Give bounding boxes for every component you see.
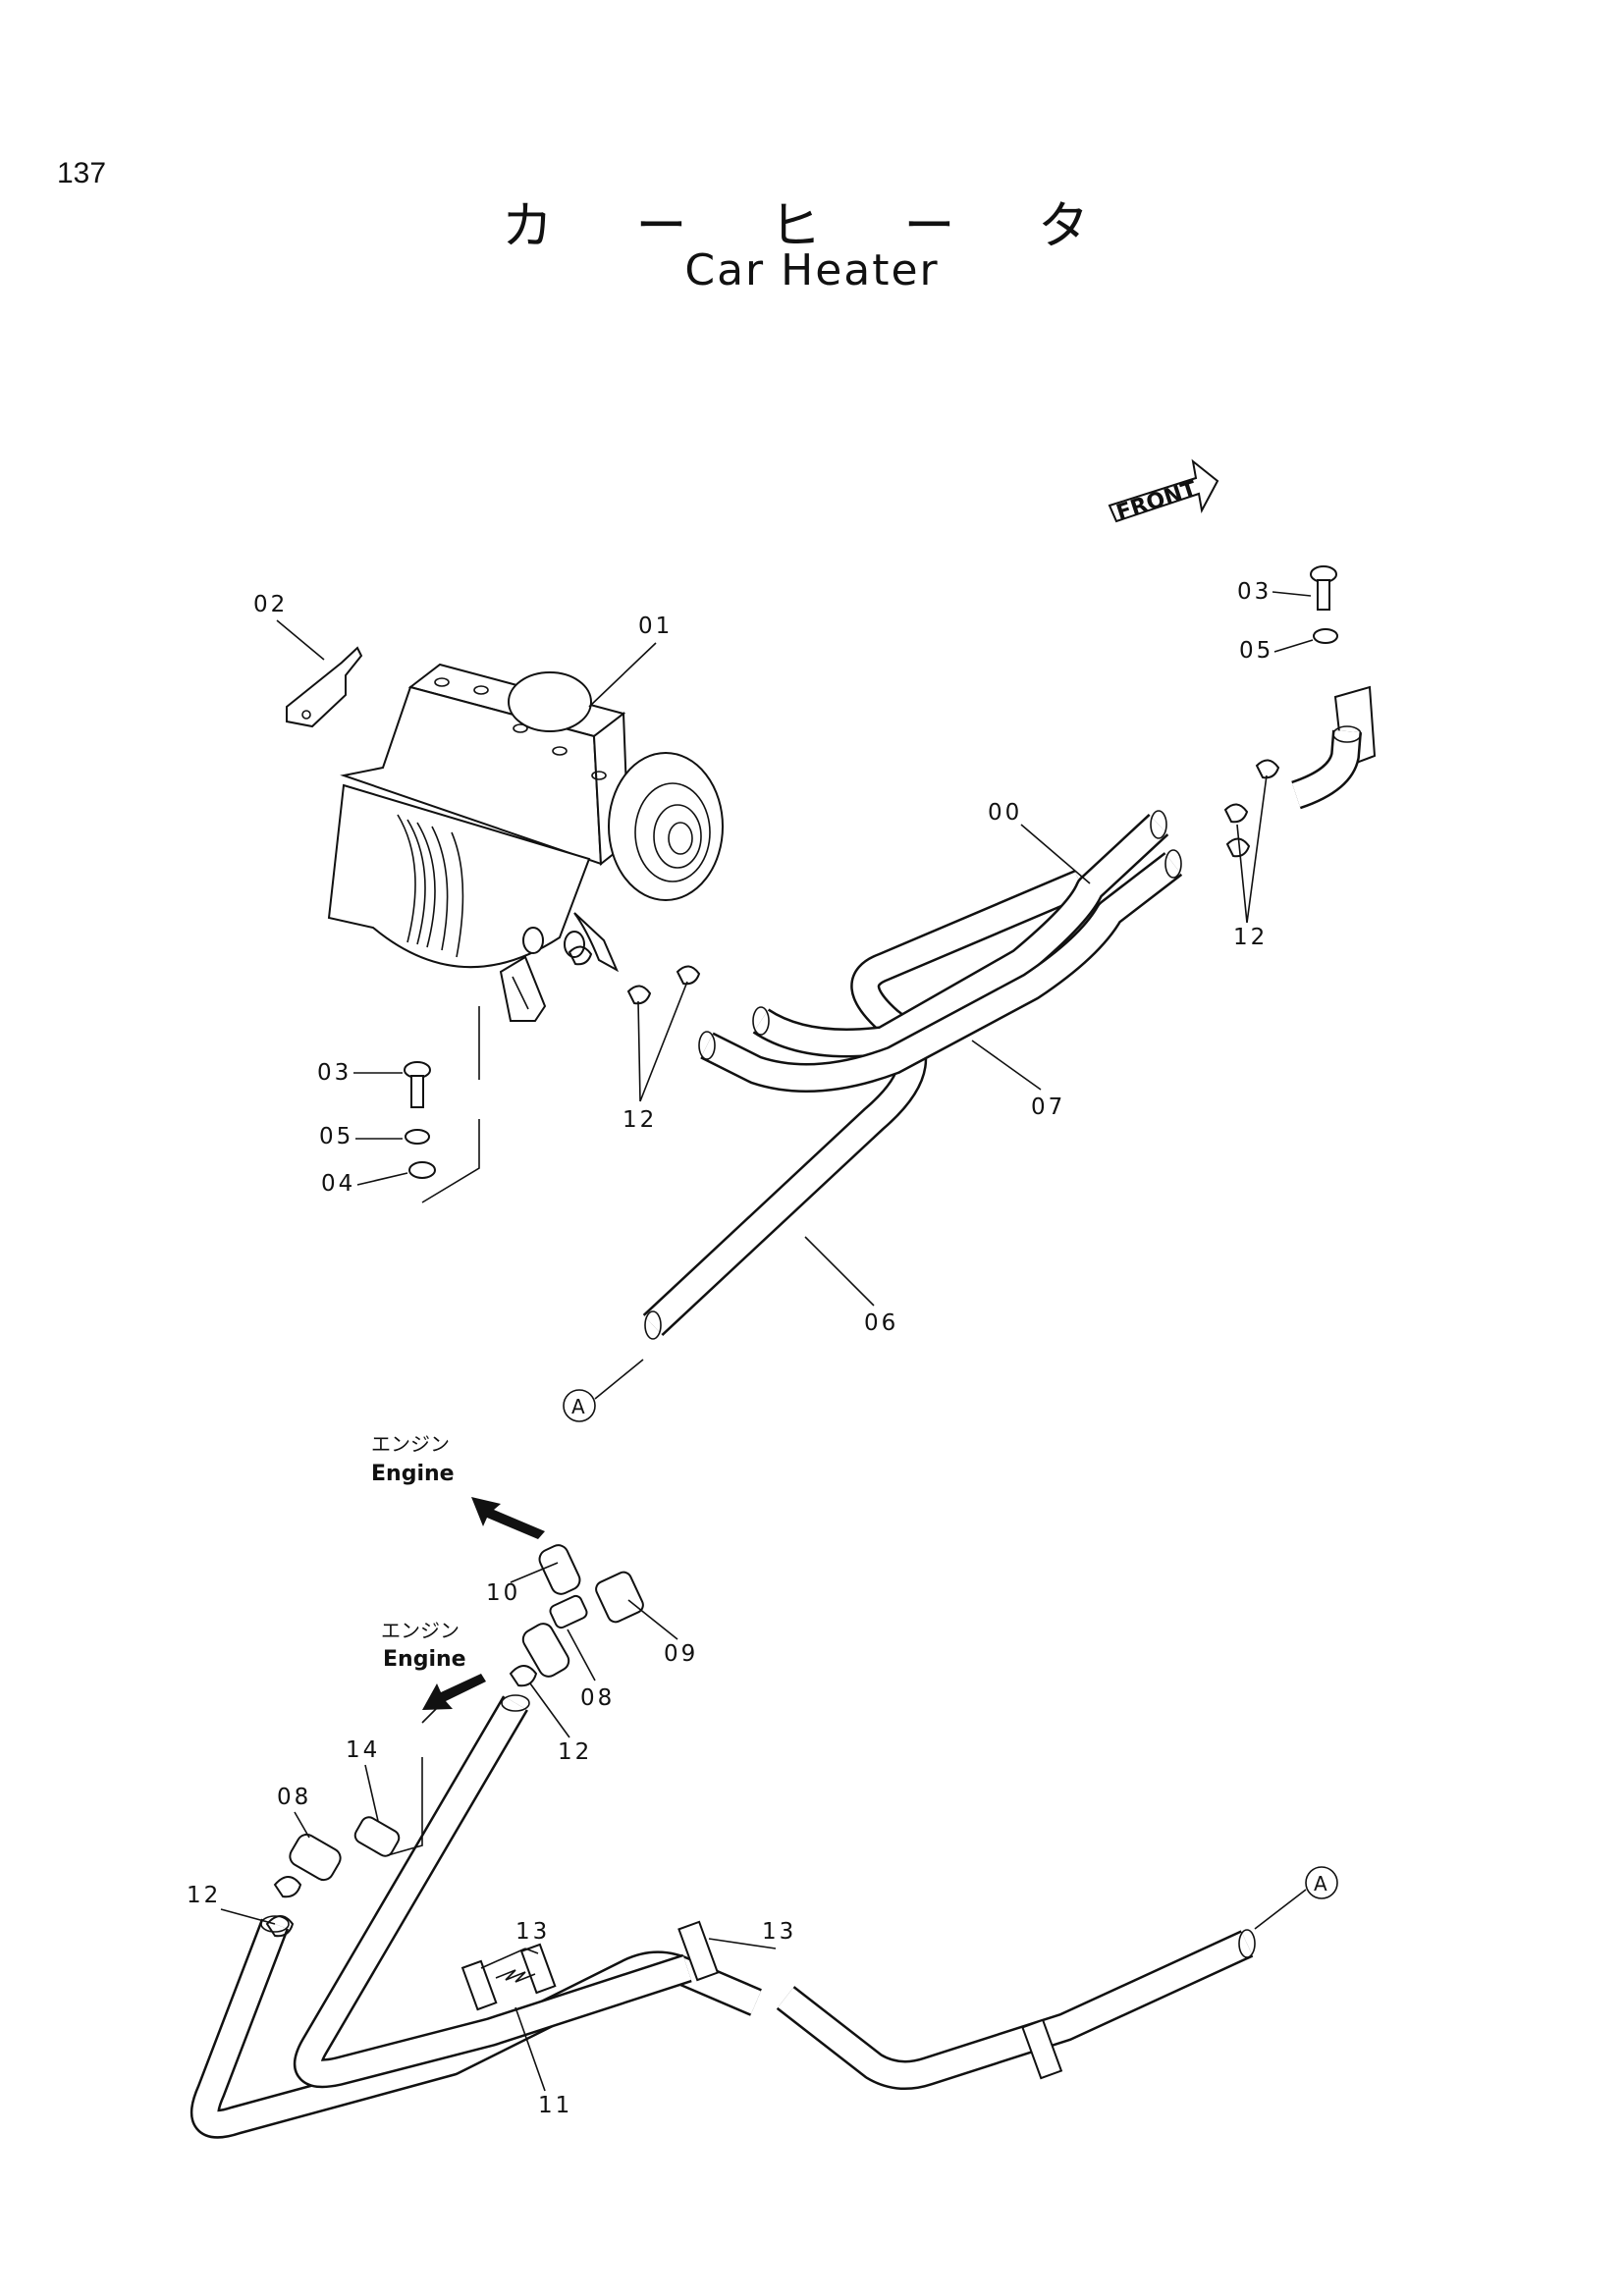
callout-05-left: 05 bbox=[319, 1124, 353, 1149]
heater-unit bbox=[327, 663, 724, 1022]
front-arrow: FRONT bbox=[1108, 458, 1219, 526]
callout-14: 14 bbox=[346, 1737, 380, 1763]
mounting-bracket bbox=[286, 646, 363, 728]
callout-13-left: 13 bbox=[515, 1919, 550, 1945]
callout-00: 00 bbox=[988, 800, 1022, 826]
reference-A-lower-circle bbox=[1305, 1866, 1338, 1899]
callout-08-lower: 08 bbox=[277, 1785, 311, 1810]
callout-04: 04 bbox=[321, 1171, 355, 1197]
callout-07: 07 bbox=[1031, 1095, 1065, 1120]
callout-05-right: 05 bbox=[1239, 638, 1273, 664]
lower-hose-clamps bbox=[460, 1920, 1063, 2080]
callout-12-lower: 12 bbox=[187, 1883, 221, 1908]
title-english: Car Heater bbox=[684, 245, 940, 295]
engine-label-jp-1: エンジン bbox=[371, 1432, 450, 1456]
bolt-right bbox=[1310, 565, 1338, 644]
callout-12-upper: 12 bbox=[623, 1107, 657, 1133]
callout-12-right: 12 bbox=[1233, 925, 1268, 950]
callout-12-middle: 12 bbox=[558, 1739, 592, 1765]
upper-hoses bbox=[642, 810, 1183, 1340]
callout-02: 02 bbox=[253, 592, 288, 617]
callouts: 02 01 03 05 00 12 03 05 04 12 07 06 A bbox=[187, 579, 1338, 2118]
page-number: 137 bbox=[57, 157, 107, 189]
title-japanese: カ ー ヒ ー タ bbox=[501, 197, 1123, 256]
engine-label-jp-2: エンジン bbox=[381, 1619, 460, 1642]
callout-09: 09 bbox=[664, 1641, 698, 1667]
callout-03-right: 03 bbox=[1237, 579, 1272, 605]
callout-01: 01 bbox=[638, 614, 673, 639]
front-arrow-label: FRONT bbox=[1113, 477, 1200, 526]
callout-08-upper: 08 bbox=[580, 1685, 615, 1711]
callout-11: 11 bbox=[538, 2093, 572, 2118]
callout-13-right: 13 bbox=[762, 1919, 796, 1945]
engine-label-en-1: Engine bbox=[371, 1462, 455, 1486]
reference-A-upper: A bbox=[571, 1395, 585, 1418]
engine-label-en-2: Engine bbox=[383, 1647, 466, 1672]
callout-03-left: 03 bbox=[317, 1060, 352, 1086]
bolt-left bbox=[404, 1061, 436, 1179]
reference-A-lower: A bbox=[1314, 1872, 1327, 1896]
reference-A-upper-circle bbox=[563, 1389, 596, 1422]
right-pipe-bracket bbox=[1290, 685, 1377, 810]
lower-hoses bbox=[189, 1694, 1256, 2139]
fittings bbox=[265, 1544, 644, 1938]
callout-06: 06 bbox=[864, 1310, 898, 1336]
engine-arrows bbox=[387, 1497, 545, 1856]
callout-10: 10 bbox=[486, 1580, 520, 1606]
